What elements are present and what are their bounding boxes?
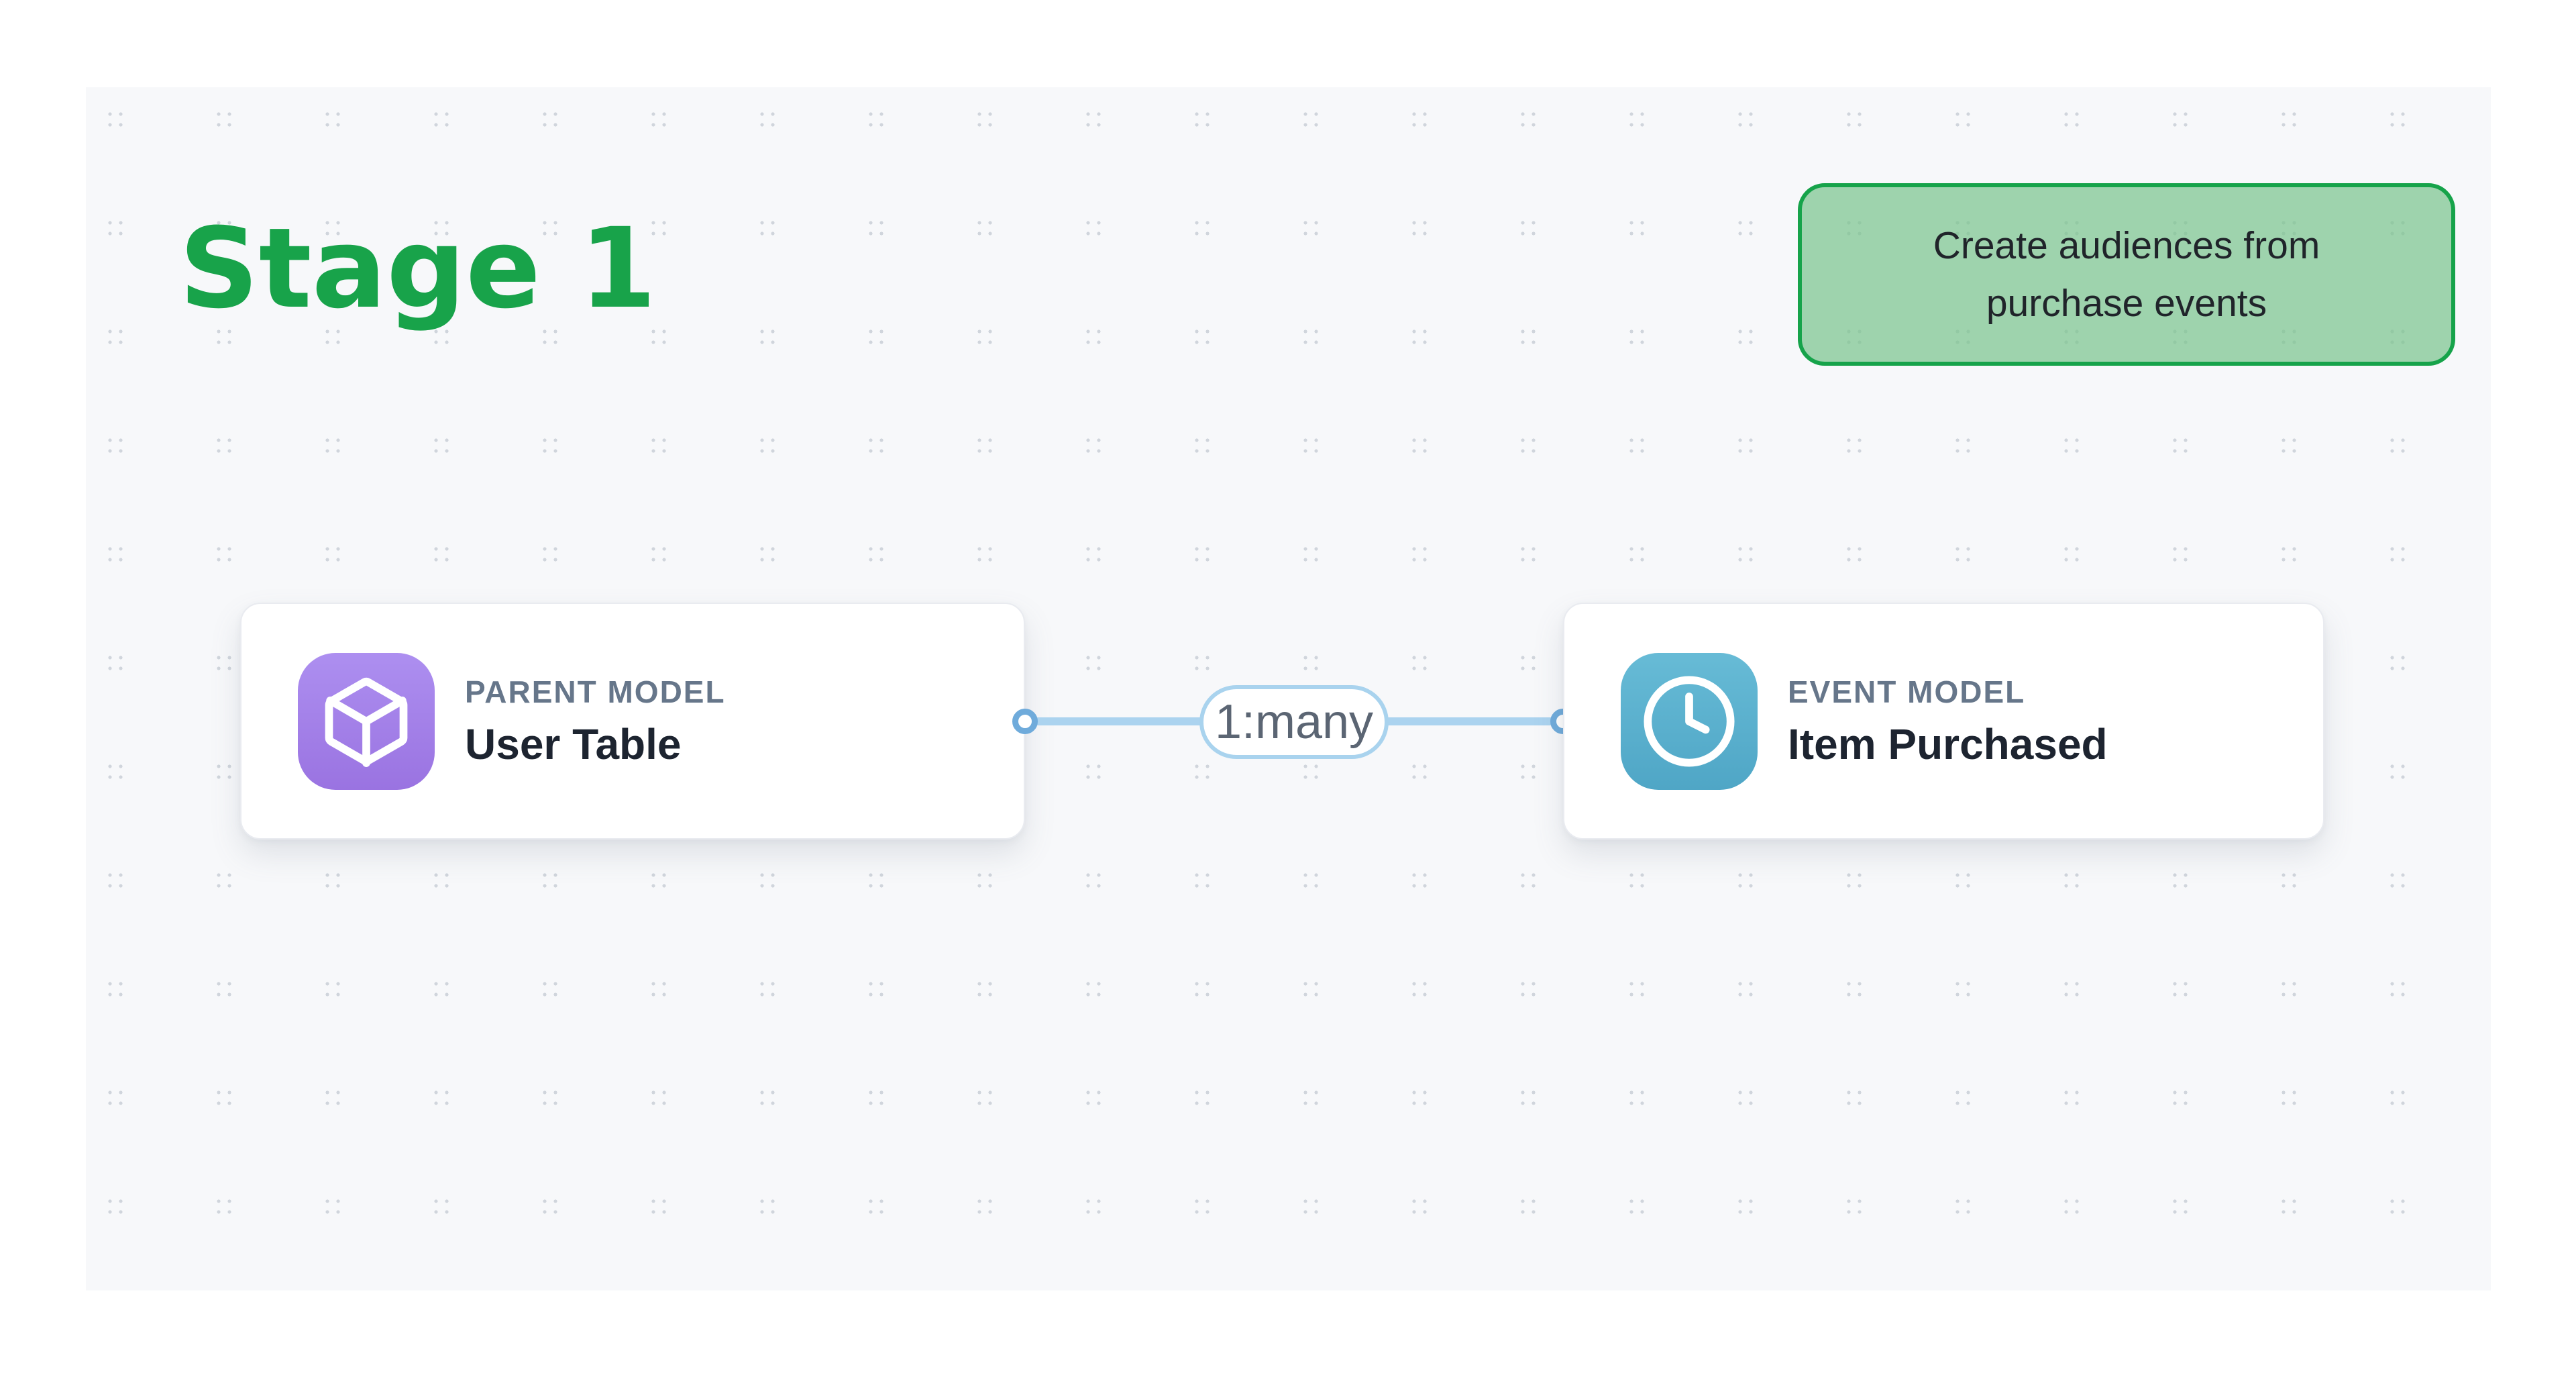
- clock-icon: [1621, 652, 1758, 790]
- annotation-badge[interactable]: Create audiences from purchase events: [1798, 183, 2455, 366]
- annotation-line-1: Create audiences from: [1933, 224, 2320, 267]
- node-type-label: EVENT MODEL: [1788, 674, 2026, 709]
- node-text-block: PARENT MODEL User Table: [465, 674, 726, 769]
- relationship-pill[interactable]: 1:many: [1199, 685, 1389, 759]
- node-title: Item Purchased: [1788, 719, 2108, 768]
- node-event-model[interactable]: EVENT MODEL Item Purchased: [1563, 603, 2324, 840]
- node-text-block: EVENT MODEL Item Purchased: [1788, 674, 2108, 769]
- node-type-label: PARENT MODEL: [465, 674, 726, 709]
- edge-source-handle[interactable]: [1012, 709, 1038, 734]
- cube-icon: [298, 652, 435, 790]
- node-title: User Table: [465, 719, 682, 768]
- stage-title: Stage 1: [179, 204, 657, 333]
- relationship-label: 1:many: [1214, 695, 1374, 749]
- node-parent-model[interactable]: PARENT MODEL User Table: [240, 603, 1025, 840]
- annotation-line-2: purchase events: [1986, 282, 2267, 325]
- diagram-canvas[interactable]: Stage 1 Create audiences from purchase e…: [86, 87, 2491, 1290]
